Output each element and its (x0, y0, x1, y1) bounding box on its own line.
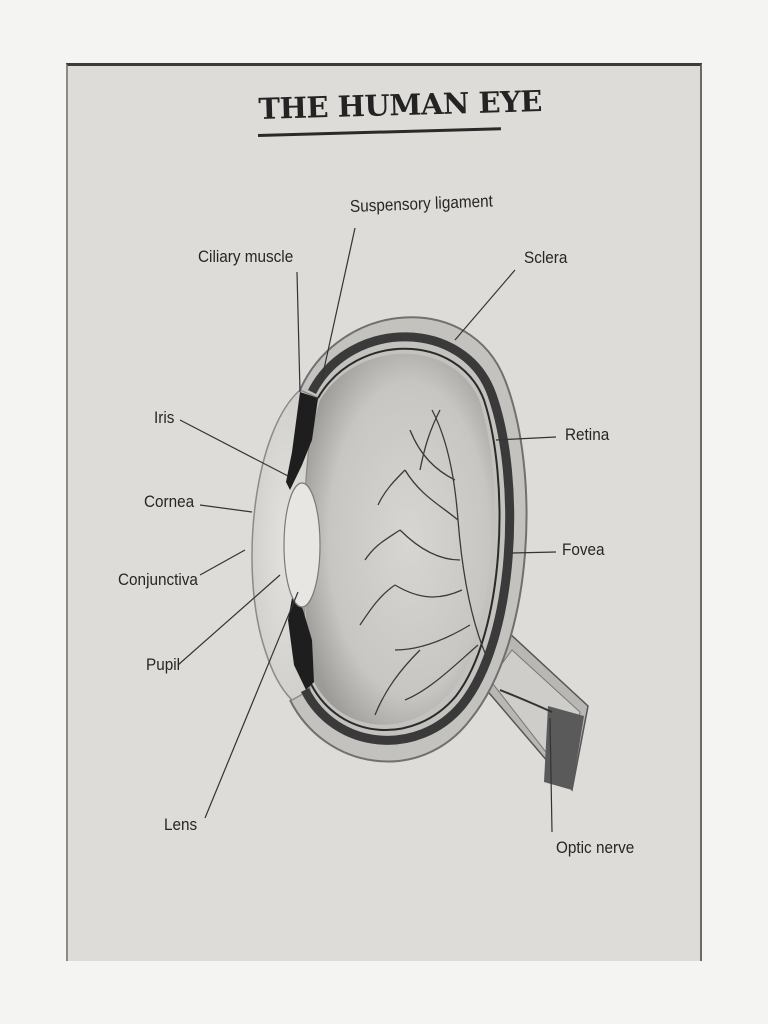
label-fovea: Fovea (562, 540, 605, 559)
label-retina: Retina (565, 425, 610, 444)
label-cornea: Cornea (144, 492, 195, 511)
label-sclera: Sclera (524, 248, 568, 267)
label-conjunctiva: Conjunctiva (118, 570, 198, 589)
label-ciliary-muscle: Ciliary muscle (198, 247, 294, 266)
retina-line (310, 347, 501, 732)
iris-upper (286, 392, 318, 490)
label-optic-nerve: Optic nerve (556, 838, 635, 857)
vitreous-body (304, 353, 495, 725)
retinal-vessels (359, 409, 489, 716)
choroid-ring (300, 332, 515, 745)
iris-lower (288, 598, 314, 690)
lens-shape (283, 482, 321, 608)
label-lens: Lens (164, 815, 198, 834)
label-iris: Iris (154, 408, 175, 427)
label-pupil: Pupil (146, 655, 181, 674)
leader-lines (177, 227, 557, 833)
